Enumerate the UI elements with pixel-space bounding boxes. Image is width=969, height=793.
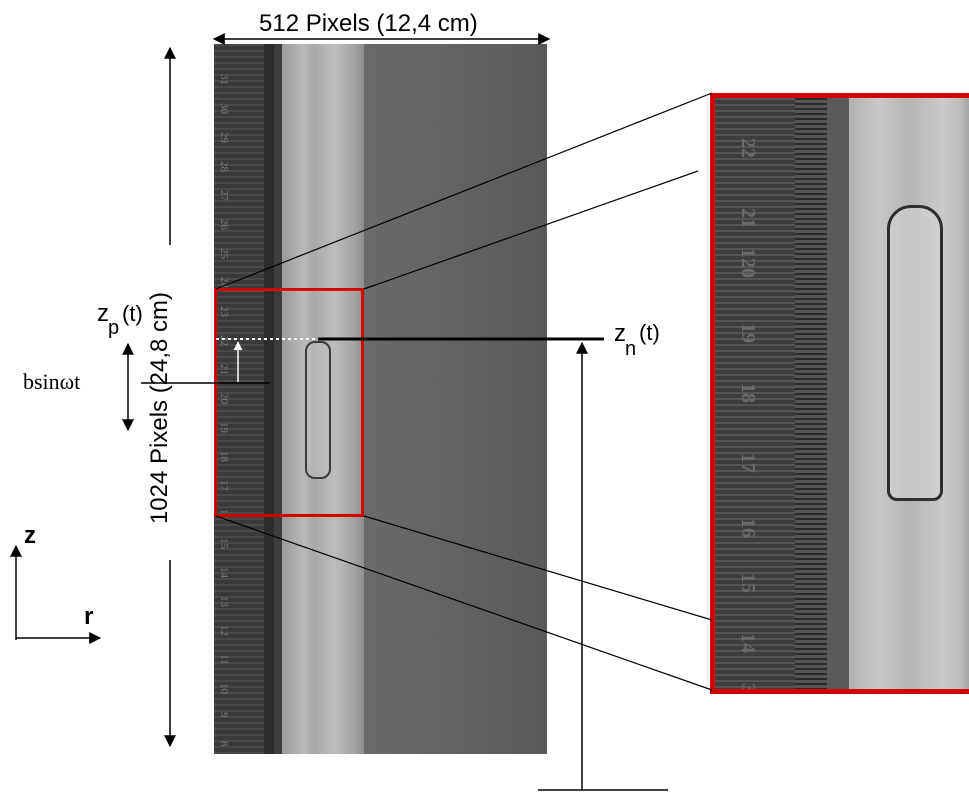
zn-argument: (t) — [639, 320, 660, 345]
zoom-ruler-edge — [795, 98, 827, 689]
zp-subscript: p — [108, 317, 120, 339]
oscillation-label: bsinωt — [23, 369, 81, 394]
zp-argument: (t) — [122, 301, 143, 326]
taylor-bubble — [305, 341, 331, 479]
zoom-bubble — [887, 205, 943, 501]
tube — [274, 44, 364, 754]
height-label: 1024 Pixels (24,8 cm) — [146, 291, 173, 525]
connector-1 — [215, 92, 713, 290]
zoom-region-box — [214, 288, 364, 517]
zn-symbol: z — [614, 320, 626, 347]
background-wall — [364, 44, 547, 754]
connector-4 — [215, 515, 713, 691]
connector-3 — [363, 515, 713, 621]
connector-2 — [363, 170, 699, 290]
zoom-gap — [827, 98, 849, 689]
zp-symbol: z — [97, 300, 109, 327]
r-axis-label: r — [84, 603, 94, 630]
zn-subscript: n — [625, 338, 637, 360]
z-axis-label: z — [24, 522, 36, 549]
ruler-edge — [264, 44, 274, 754]
width-label: 512 Pixels (12,4 cm) — [259, 10, 478, 37]
